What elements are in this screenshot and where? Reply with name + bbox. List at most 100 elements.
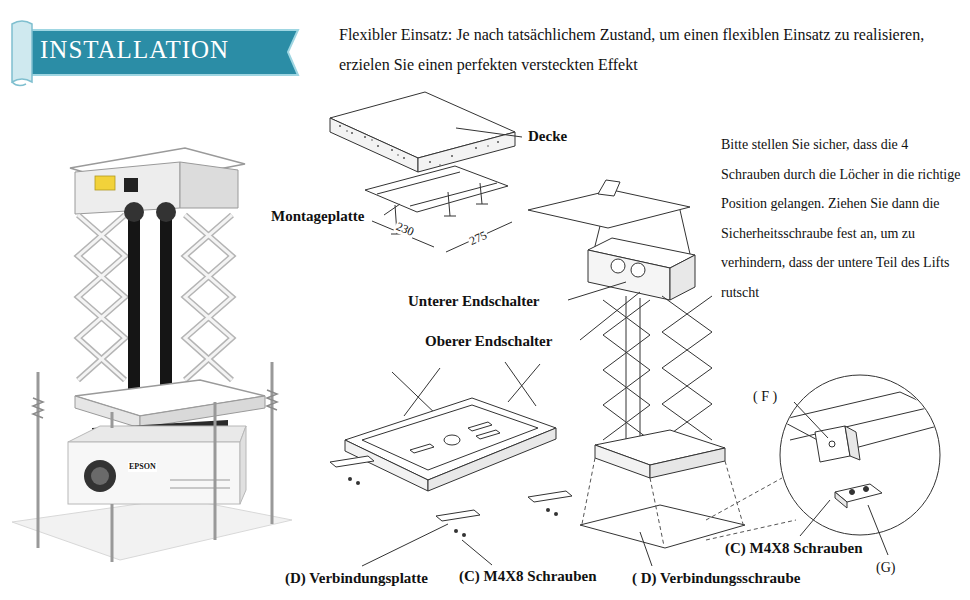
lift-assembly [662, 296, 712, 440]
lift-photo [68, 426, 246, 442]
guide-lines [725, 461, 743, 524]
lift-photo [12, 498, 292, 560]
detail-view [780, 392, 960, 452]
lift-assembly [670, 255, 695, 300]
leader-line [794, 402, 828, 438]
lift-assembly [528, 180, 745, 548]
lift-photo [78, 215, 125, 380]
mounting-plate [365, 166, 512, 252]
leader-line [456, 128, 522, 137]
ceiling-slab [346, 130, 348, 132]
screw [462, 533, 466, 537]
note-text: Flexibler Einsatz: Je nach tatsächlichem… [338, 20, 932, 80]
detail-view [835, 492, 847, 508]
ceiling-slab [397, 154, 399, 156]
lift-assembly [631, 263, 645, 277]
detail-view [815, 426, 850, 462]
lift-photo [84, 460, 116, 492]
lift-assembly [640, 298, 641, 440]
leader-line [580, 292, 640, 340]
ceiling-slab [339, 125, 341, 127]
brand-mark: EPSON [128, 462, 157, 472]
detail-view [845, 426, 860, 460]
part-label: (C) M4X8 Schrauben [724, 539, 864, 557]
lift-photo [78, 215, 125, 380]
ceiling-slab [403, 157, 405, 159]
lift-photo [12, 148, 292, 562]
ceiling-slab [391, 149, 393, 151]
mounting-plate [365, 166, 508, 212]
lower-tray [404, 368, 440, 416]
title-ribbon [24, 30, 298, 75]
lift-photo [185, 215, 232, 380]
lower-tray [428, 428, 556, 491]
lift-photo [160, 206, 172, 392]
lift-photo [78, 215, 125, 380]
dimension-label: 230 [393, 219, 417, 240]
guide-lines [650, 478, 664, 546]
screw [356, 481, 360, 485]
part-label: Unterer Endschalter [407, 292, 541, 310]
lift-photo [185, 215, 232, 380]
detail-view [829, 441, 835, 447]
screw [546, 508, 550, 512]
detail-view [864, 487, 869, 492]
part-label: Montageplatte [270, 207, 365, 225]
leader-line [462, 540, 492, 565]
screw [348, 477, 352, 481]
lower-tray [330, 362, 572, 521]
screw [554, 512, 558, 516]
ceiling-slab [330, 118, 418, 172]
lift-photo [124, 202, 144, 222]
ceiling-slab [487, 145, 489, 147]
part-label: Decke [527, 127, 568, 145]
lower-tray [476, 430, 500, 439]
title-ribbon [12, 21, 32, 82]
ceiling-slab [497, 141, 499, 143]
lift-photo [78, 215, 125, 380]
part-label: (D) Verbindungsplatte [284, 569, 429, 587]
lift-assembly [680, 210, 690, 254]
part-label: (C) M4X8 Schrauben [458, 567, 598, 585]
lift-photo [170, 487, 230, 489]
lift-photo [75, 396, 140, 428]
banner-title: INSTALLATION [40, 36, 229, 64]
guide-lines [706, 520, 796, 540]
lower-tray [362, 405, 538, 470]
lift-photo [95, 176, 115, 190]
dimension-label: 275 [466, 228, 490, 249]
ceiling-slab [339, 125, 499, 166]
lift-photo [91, 467, 109, 485]
lower-tray [528, 491, 572, 502]
leader-line [640, 532, 652, 566]
lift-assembly [650, 448, 725, 478]
ceiling-slab [475, 147, 477, 149]
lift-photo [185, 215, 232, 380]
title-ribbon [12, 21, 298, 86]
lower-tray [345, 440, 428, 491]
screw [348, 477, 558, 537]
lift-assembly [588, 250, 670, 300]
lift-photo [240, 426, 246, 504]
ceiling-slab [451, 155, 453, 157]
lift-assembly [611, 259, 625, 273]
leader-line [568, 282, 626, 300]
lift-photo [170, 479, 230, 481]
ceiling-slab [429, 161, 431, 163]
lower-tray [410, 444, 434, 453]
detail-view [850, 490, 855, 495]
leader-line [868, 505, 888, 555]
lower-tray [436, 510, 480, 521]
lower-tray [444, 435, 460, 445]
lower-tray [330, 456, 374, 467]
lift-photo [156, 202, 176, 222]
mounting-plate [444, 216, 456, 217]
part-label: Oberer Endschalter [424, 332, 553, 350]
mounting-plate [377, 172, 460, 194]
lift-photo [33, 398, 43, 418]
mounting-plate [476, 204, 488, 205]
leader-line [362, 524, 448, 566]
lower-tray [508, 364, 540, 402]
detail-view [790, 405, 940, 440]
